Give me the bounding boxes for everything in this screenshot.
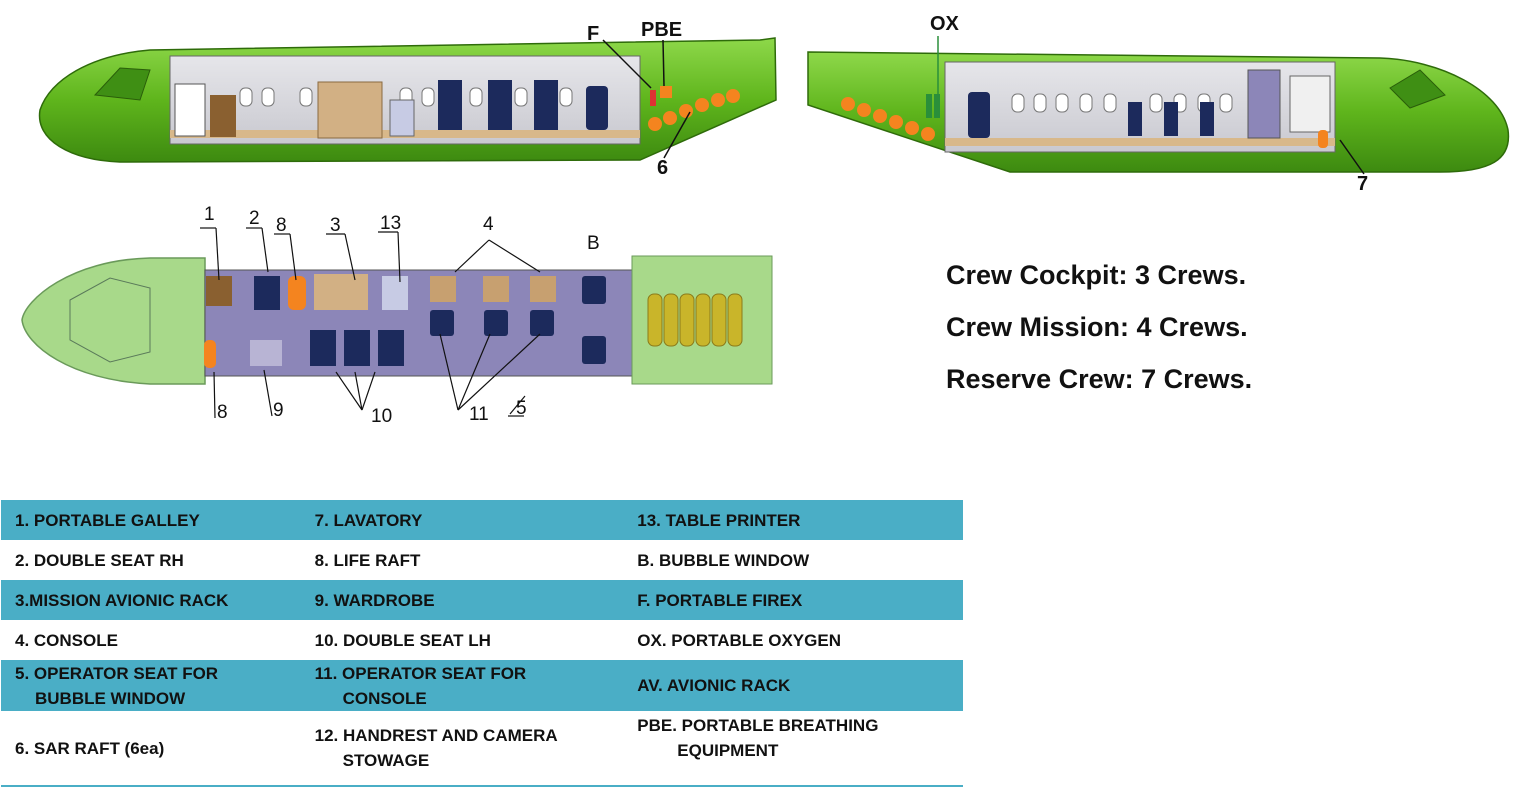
- label-oxygen: OX: [930, 13, 960, 35]
- plan-galley: [206, 276, 232, 306]
- sar-rafts-aft: [841, 97, 935, 141]
- aft-side-view: OX 7: [807, 13, 1510, 195]
- legend-line: BUBBLE WINDOW: [35, 688, 186, 708]
- plan-double-seat-rh: [254, 276, 280, 310]
- reserve-crew-text: Reserve Crew: 7 Crews.: [946, 364, 1253, 394]
- legend-item: B. BUBBLE WINDOW: [623, 540, 963, 580]
- legend-item: 8. LIFE RAFT: [300, 540, 624, 580]
- aft-operator-seat: [968, 92, 990, 138]
- legend-row: 3.MISSION AVIONIC RACK 9. WARDROBE F. PO…: [1, 580, 963, 620]
- cockpit-window: [93, 67, 151, 101]
- plan-label-11: 11: [469, 404, 489, 425]
- plan-label-5: 5: [516, 398, 527, 419]
- forward-side-view: F PBE 6: [38, 19, 777, 179]
- tail-cone-window: [1389, 69, 1446, 109]
- pbe-box: [660, 86, 672, 98]
- life-raft-aft: [1318, 130, 1328, 148]
- legend-row: 5. OPERATOR SEAT FOR BUBBLE WINDOW 11. O…: [1, 660, 963, 711]
- plan-label-13: 13: [380, 213, 401, 234]
- plan-label-2: 2: [249, 208, 260, 229]
- plan-view: 1 2 8 3 13 4 B 8 9 10 11 5: [21, 204, 773, 427]
- legend-item: OX. PORTABLE OXYGEN: [623, 620, 963, 660]
- legend-item: 12. HANDREST AND CAMERA STOWAGE: [300, 711, 624, 785]
- legend-row: 4. CONSOLE 10. DOUBLE SEAT LH OX. PORTAB…: [1, 620, 963, 660]
- cockpit-outline: [69, 277, 151, 363]
- plan-life-raft-1: [288, 276, 306, 310]
- plan-life-raft-2: [204, 340, 216, 368]
- legend-line: PBE. PORTABLE BREATHING: [637, 716, 879, 735]
- legend-item: 6. SAR RAFT (6ea): [1, 711, 301, 785]
- plan-consoles: [430, 276, 556, 302]
- wardrobe-aft: [1247, 69, 1281, 139]
- plan-label-b: B: [587, 233, 600, 254]
- legend-item: 10. DOUBLE SEAT LH: [300, 620, 624, 660]
- label-pbe: PBE: [641, 19, 682, 41]
- plan-label-8-top: 8: [276, 215, 287, 236]
- window-row: [239, 87, 573, 107]
- plan-operator-seats: [430, 276, 606, 364]
- cabin-layout-diagram: F PBE 6 OX 7: [21, 13, 1510, 427]
- legend-line: CONSOLE: [342, 688, 427, 708]
- legend-item: F. PORTABLE FIREX: [623, 580, 963, 620]
- legend-line: 12. HANDREST AND CAMERA: [314, 726, 558, 745]
- plan-label-9: 9: [273, 400, 284, 421]
- plan-wardrobe: [250, 340, 282, 366]
- lavatory-unit: [1289, 75, 1331, 133]
- plan-label-3: 3: [330, 215, 341, 236]
- legend-line: 11. OPERATOR SEAT FOR: [314, 663, 527, 683]
- aft-seats: [1128, 102, 1214, 136]
- legend-row: 6. SAR RAFT (6ea) 12. HANDREST AND CAMER…: [1, 711, 963, 785]
- plan-avionic-rack: [314, 274, 368, 310]
- plan-double-seats-lh: [310, 330, 404, 366]
- plan-printer: [382, 276, 408, 310]
- aft-cabin-floor: [945, 138, 1335, 146]
- legend-item: 1. PORTABLE GALLEY: [1, 500, 301, 540]
- label-lavatory: 7: [1357, 173, 1368, 195]
- legend-item: 4. CONSOLE: [1, 620, 301, 660]
- legend-item: PBE. PORTABLE BREATHING EQUIPMENT: [623, 711, 963, 785]
- avionic-rack: [317, 81, 383, 139]
- galley-door: [174, 83, 206, 137]
- plan-label-8-bottom: 8: [217, 402, 228, 423]
- plan-sar-rafts: [647, 293, 743, 347]
- crew-cockpit-text: Crew Cockpit: 3 Crews.: [946, 260, 1247, 290]
- label-sar-raft: 6: [657, 157, 668, 179]
- oxygen-bottles: [926, 94, 940, 118]
- crew-mission-text: Crew Mission: 4 Crews.: [946, 312, 1248, 342]
- legend-item: 9. WARDROBE: [300, 580, 624, 620]
- plan-label-10: 10: [371, 406, 392, 427]
- legend-table: 1. PORTABLE GALLEY 7. LAVATORY 13. TABLE…: [1, 500, 963, 785]
- legend-line: 5. OPERATOR SEAT FOR: [15, 663, 219, 683]
- legend-row: 1. PORTABLE GALLEY 7. LAVATORY 13. TABLE…: [1, 500, 963, 540]
- legend-line: EQUIPMENT: [677, 741, 779, 760]
- legend-item: 2. DOUBLE SEAT RH: [1, 540, 301, 580]
- legend-item: 5. OPERATOR SEAT FOR BUBBLE WINDOW: [1, 660, 301, 711]
- legend-row: 2. DOUBLE SEAT RH 8. LIFE RAFT B. BUBBLE…: [1, 540, 963, 580]
- firex-bottle: [650, 90, 656, 106]
- plan-label-1: 1: [204, 204, 215, 225]
- legend-item: AV. AVIONIC RACK: [623, 660, 963, 711]
- legend-item: 11. OPERATOR SEAT FOR CONSOLE: [300, 660, 624, 711]
- console-seats: [438, 80, 608, 130]
- plan-nose: [21, 257, 206, 385]
- printer-table: [389, 99, 415, 137]
- sar-rafts-forward: [648, 89, 740, 131]
- legend-bottom-rule: [1, 785, 963, 787]
- plan-label-4: 4: [483, 214, 494, 235]
- label-firex: F: [587, 23, 599, 45]
- legend-line: STOWAGE: [342, 751, 430, 770]
- legend-item: 7. LAVATORY: [300, 500, 624, 540]
- galley-unit: [210, 95, 236, 137]
- legend-item: 13. TABLE PRINTER: [623, 500, 963, 540]
- legend-item: 3.MISSION AVIONIC RACK: [1, 580, 301, 620]
- plan-leader-lines: [200, 227, 541, 419]
